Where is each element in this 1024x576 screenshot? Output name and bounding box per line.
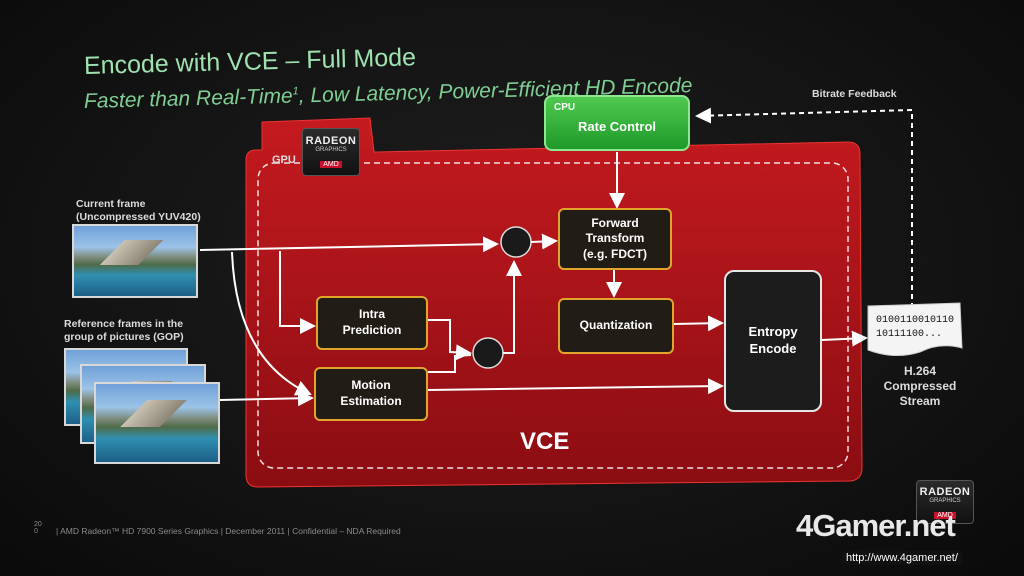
sum-node-top xyxy=(500,226,532,258)
sum-node-bottom xyxy=(472,337,504,369)
page-number: 20 0 xyxy=(34,521,42,535)
radeon-logo-corner: RADEON GRAPHICS AMD xyxy=(916,480,974,524)
gpu-label: GPU xyxy=(272,154,296,166)
bitstream-doc xyxy=(867,302,963,356)
watermark-brand: 4Gamer.net xyxy=(796,508,956,543)
h264-output-label: H.264 Compressed Stream xyxy=(883,364,957,408)
vce-label: VCE xyxy=(520,428,570,455)
current-frame-image xyxy=(72,224,198,298)
reference-frame-image-3 xyxy=(94,382,220,464)
vce-dashed-border xyxy=(257,162,849,469)
bitrate-feedback-label: Bitrate Feedback xyxy=(812,88,897,100)
cpu-rate-control-box: CPU Rate Control xyxy=(544,95,690,151)
quantization-box: Quantization xyxy=(558,298,674,354)
radeon-logo: RADEON GRAPHICS AMD xyxy=(302,128,360,176)
bitstream-text: 0100110010110 10111100... xyxy=(876,315,955,340)
rate-control-label: Rate Control xyxy=(578,119,656,134)
watermark-url: http://www.4gamer.net/ xyxy=(842,551,962,565)
reference-frames-label: Reference frames in the group of picture… xyxy=(64,318,184,344)
footer-text: | AMD Radeon™ HD 7900 Series Graphics | … xyxy=(56,526,401,536)
cpu-tag: CPU xyxy=(554,102,576,113)
current-frame-label: Current frame (Uncompressed YUV420) xyxy=(76,198,201,224)
